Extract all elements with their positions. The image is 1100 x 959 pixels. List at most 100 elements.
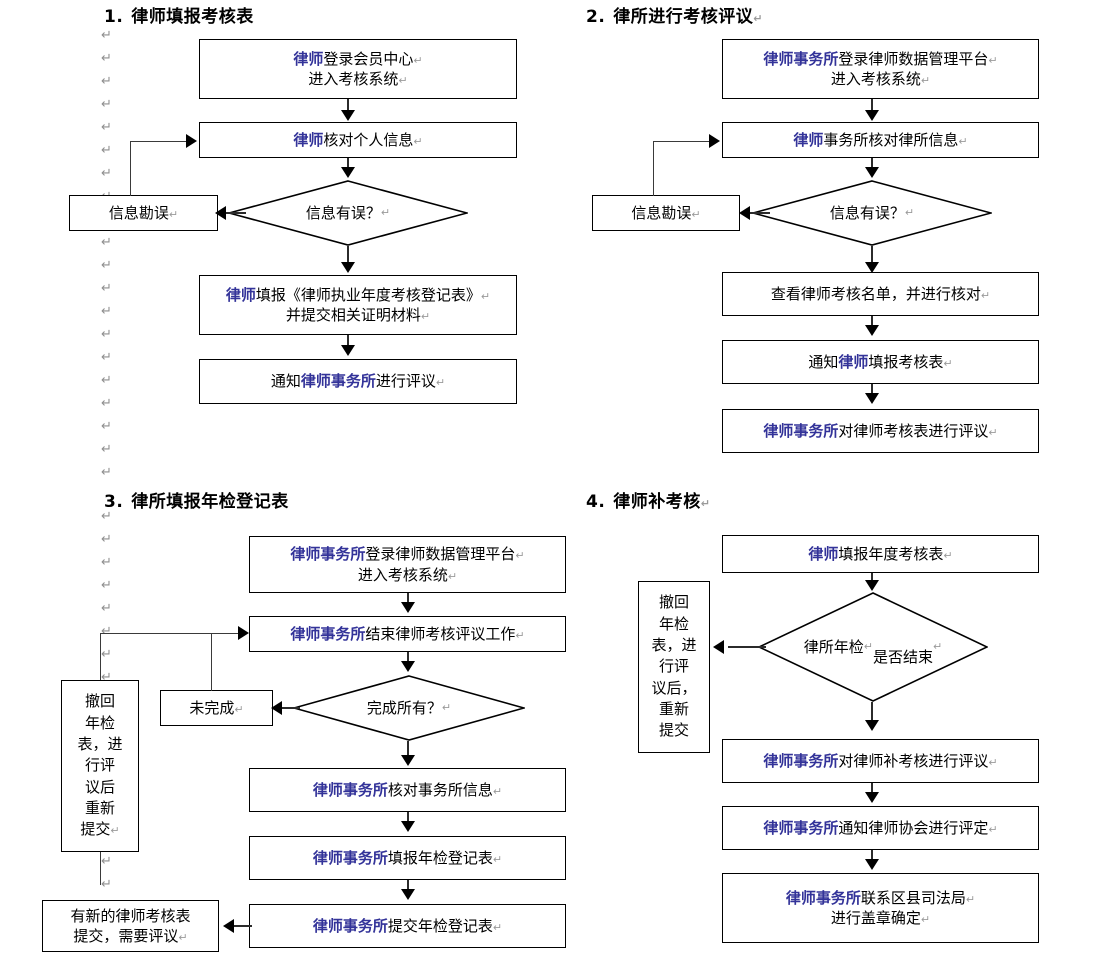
s3-node-fill-annual-form[interactable]: 律师事务所填报年检登记表↵ <box>249 836 566 880</box>
s4-connector-1 <box>871 573 873 583</box>
paragraph-mark: ↵ <box>101 555 112 570</box>
paragraph-mark: ↵ <box>101 143 112 158</box>
paragraph-mark: ↵ <box>101 509 112 524</box>
section-2-heading: 2.律所进行考核评议↵ <box>586 2 763 27</box>
section-1-title: 律师填报考核表 <box>131 7 254 27</box>
paragraph-mark: ↵ <box>101 235 112 250</box>
s1-node-verify-personal-info[interactable]: 律师核对个人信息↵ <box>199 122 517 158</box>
paragraph-mark: ↵ <box>101 396 112 411</box>
s1-node-notify-firm-text: 通知律师事务所进行评议↵ <box>270 372 446 391</box>
s4-arrowhead-2 <box>713 640 724 654</box>
s2-node-review-list[interactable]: 查看律师考核名单，并进行核对↵ <box>722 272 1039 316</box>
s3-node-incomplete-text: 未完成↵ <box>189 698 244 717</box>
s3-node-incomplete[interactable]: 未完成↵ <box>160 690 273 726</box>
s4-node-notify-bar-association-text: 律师事务所通知律师协会进行评定↵ <box>763 818 998 837</box>
paragraph-mark: ↵ <box>101 350 112 365</box>
s4-node-firm-review-makeup[interactable]: 律师事务所对律师补考核进行评议↵ <box>722 739 1039 783</box>
s1-arrowhead-3 <box>215 206 226 220</box>
paragraph-mark: ↵ <box>101 624 112 639</box>
s2-decision-info-wrong-text: 信息有误？↵ <box>829 203 915 222</box>
s2-connector-4 <box>871 246 873 266</box>
s3-node-login-text: 律师事务所登录律师数据管理平台↵进入考核系统↵ <box>290 545 525 584</box>
paragraph-mark: ↵ <box>101 647 112 662</box>
s2-node-verify-firm-info[interactable]: 律师事务所核对律所信息↵ <box>722 122 1039 158</box>
s2-node-notify-lawyer-text: 通知律师填报考核表↵ <box>808 352 953 371</box>
section-4-heading: 4.律师补考核↵ <box>586 487 711 512</box>
s1-connector-4 <box>347 246 349 266</box>
s1-node-submit-form[interactable]: 律师填报《律师执业年度考核登记表》↵并提交相关证明材料↵ <box>199 275 517 335</box>
s2-arrowhead-1 <box>865 110 879 121</box>
s1-node-info-correction[interactable]: 信息勘误↵ <box>69 195 218 231</box>
s1-arrowhead-5 <box>341 345 355 356</box>
s2-node-notify-lawyer[interactable]: 通知律师填报考核表↵ <box>722 340 1039 384</box>
s3-withdraw-vline-down <box>100 852 102 885</box>
s2-node-firm-review[interactable]: 律师事务所对律师考核表进行评议↵ <box>722 409 1039 453</box>
s3-node-submit-annual-form-text: 律师事务所提交年检登记表↵ <box>312 916 503 935</box>
s1-node-verify-personal-info-text: 律师核对个人信息↵ <box>293 130 423 149</box>
s1-node-login[interactable]: 律师登录会员中心↵进入考核系统↵ <box>199 39 517 99</box>
s4-arrowhead-5 <box>865 859 879 870</box>
paragraph-mark: ↵ <box>101 442 112 457</box>
paragraph-mark: ↵ <box>101 419 112 434</box>
s2-feedback-arrowhead <box>709 134 720 148</box>
section-2-number: 2. <box>586 7 606 27</box>
s4-node-contact-justice-bureau[interactable]: 律师事务所联系区县司法局↵进行盖章确定↵ <box>722 873 1039 943</box>
s4-node-withdraw-resubmit[interactable]: 撤回年检表，进行评议后，重新提交 <box>638 581 710 753</box>
s4-decision-annual-finished[interactable]: 律所年检↵是否结束↵ <box>758 592 988 702</box>
s4-node-fill-annual-assessment-text: 律师填报年度考核表↵ <box>808 544 953 563</box>
s4-arrowhead-1 <box>865 580 879 591</box>
s3-loop-arrowhead <box>238 626 249 640</box>
s2-arrowhead-6 <box>865 393 879 404</box>
s1-decision-info-wrong[interactable]: 信息有误？↵ <box>228 180 468 246</box>
s3-node-submit-annual-form[interactable]: 律师事务所提交年检登记表↵ <box>249 904 566 948</box>
s4-node-fill-annual-assessment[interactable]: 律师填报年度考核表↵ <box>722 535 1039 573</box>
paragraph-mark: ↵ <box>101 304 112 319</box>
section-3-title: 律所填报年检登记表 <box>131 492 289 512</box>
s1-arrowhead-4 <box>341 262 355 273</box>
s4-connector-4 <box>871 783 873 795</box>
s2-feedback-hline <box>653 141 713 143</box>
s2-node-info-correction-text: 信息勘误↵ <box>631 203 701 222</box>
s1-connector-2 <box>347 158 349 170</box>
s3-node-withdraw-resubmit-text: 撤回年检表，进行评议后重新提交↵ <box>77 692 123 839</box>
paragraph-mark: ↵ <box>101 166 112 181</box>
s1-feedback-vline <box>130 141 132 196</box>
s3-decision-all-done[interactable]: 完成所有？↵ <box>293 675 525 741</box>
s2-node-login-text: 律师事务所登录律师数据管理平台↵进入考核系统↵ <box>763 49 998 88</box>
s3-node-withdraw-resubmit[interactable]: 撤回年检表，进行评议后重新提交↵ <box>61 680 139 852</box>
s3-connector-2 <box>407 652 409 664</box>
s2-connector-3 <box>750 212 770 214</box>
section-4-title: 律师补考核 <box>613 492 701 512</box>
section-1-heading: 1.律师填报考核表 <box>104 2 254 27</box>
s2-decision-info-wrong[interactable]: 信息有误？↵ <box>752 180 992 246</box>
s2-connector-6 <box>871 384 873 396</box>
s2-arrowhead-3 <box>739 206 750 220</box>
s4-connector-2 <box>728 646 766 648</box>
s4-node-notify-bar-association[interactable]: 律师事务所通知律师协会进行评定↵ <box>722 806 1039 850</box>
paragraph-mark: ↵ <box>101 465 112 480</box>
s4-node-firm-review-makeup-text: 律师事务所对律师补考核进行评议↵ <box>763 751 998 770</box>
s4-arrowhead-3 <box>865 720 879 731</box>
s3-node-new-form-needs-review[interactable]: 有新的律师考核表提交，需要评议↵ <box>42 900 219 952</box>
s3-node-finish-review[interactable]: 律师事务所结束律师考核评议工作↵ <box>249 616 566 652</box>
s2-node-login[interactable]: 律师事务所登录律师数据管理平台↵进入考核系统↵ <box>722 39 1039 99</box>
s3-node-verify-firm-info[interactable]: 律师事务所核对事务所信息↵ <box>249 768 566 812</box>
s4-connector-3 <box>871 702 873 724</box>
s1-arrowhead-1 <box>341 110 355 121</box>
s1-node-notify-firm[interactable]: 通知律师事务所进行评议↵ <box>199 359 517 404</box>
s3-connector-3 <box>282 707 300 709</box>
s3-node-login[interactable]: 律师事务所登录律师数据管理平台↵进入考核系统↵ <box>249 536 566 593</box>
s1-decision-info-wrong-text: 信息有误？↵ <box>305 203 391 222</box>
s4-node-contact-justice-bureau-text: 律师事务所联系区县司法局↵进行盖章确定↵ <box>785 888 976 927</box>
paragraph-mark: ↵ <box>101 51 112 66</box>
s3-connector-5 <box>407 812 409 824</box>
s3-connector-6 <box>407 880 409 892</box>
s1-connector-1 <box>347 99 349 114</box>
s3-node-new-form-needs-review-text: 有新的律师考核表提交，需要评议↵ <box>70 906 191 945</box>
paragraph-mark: ↵ <box>101 327 112 342</box>
s4-connector-5 <box>871 850 873 862</box>
s2-node-info-correction[interactable]: 信息勘误↵ <box>592 195 740 231</box>
s3-arrowhead-1 <box>401 602 415 613</box>
section-2-title: 律所进行考核评议 <box>613 7 754 27</box>
s2-feedback-vline <box>653 141 655 196</box>
